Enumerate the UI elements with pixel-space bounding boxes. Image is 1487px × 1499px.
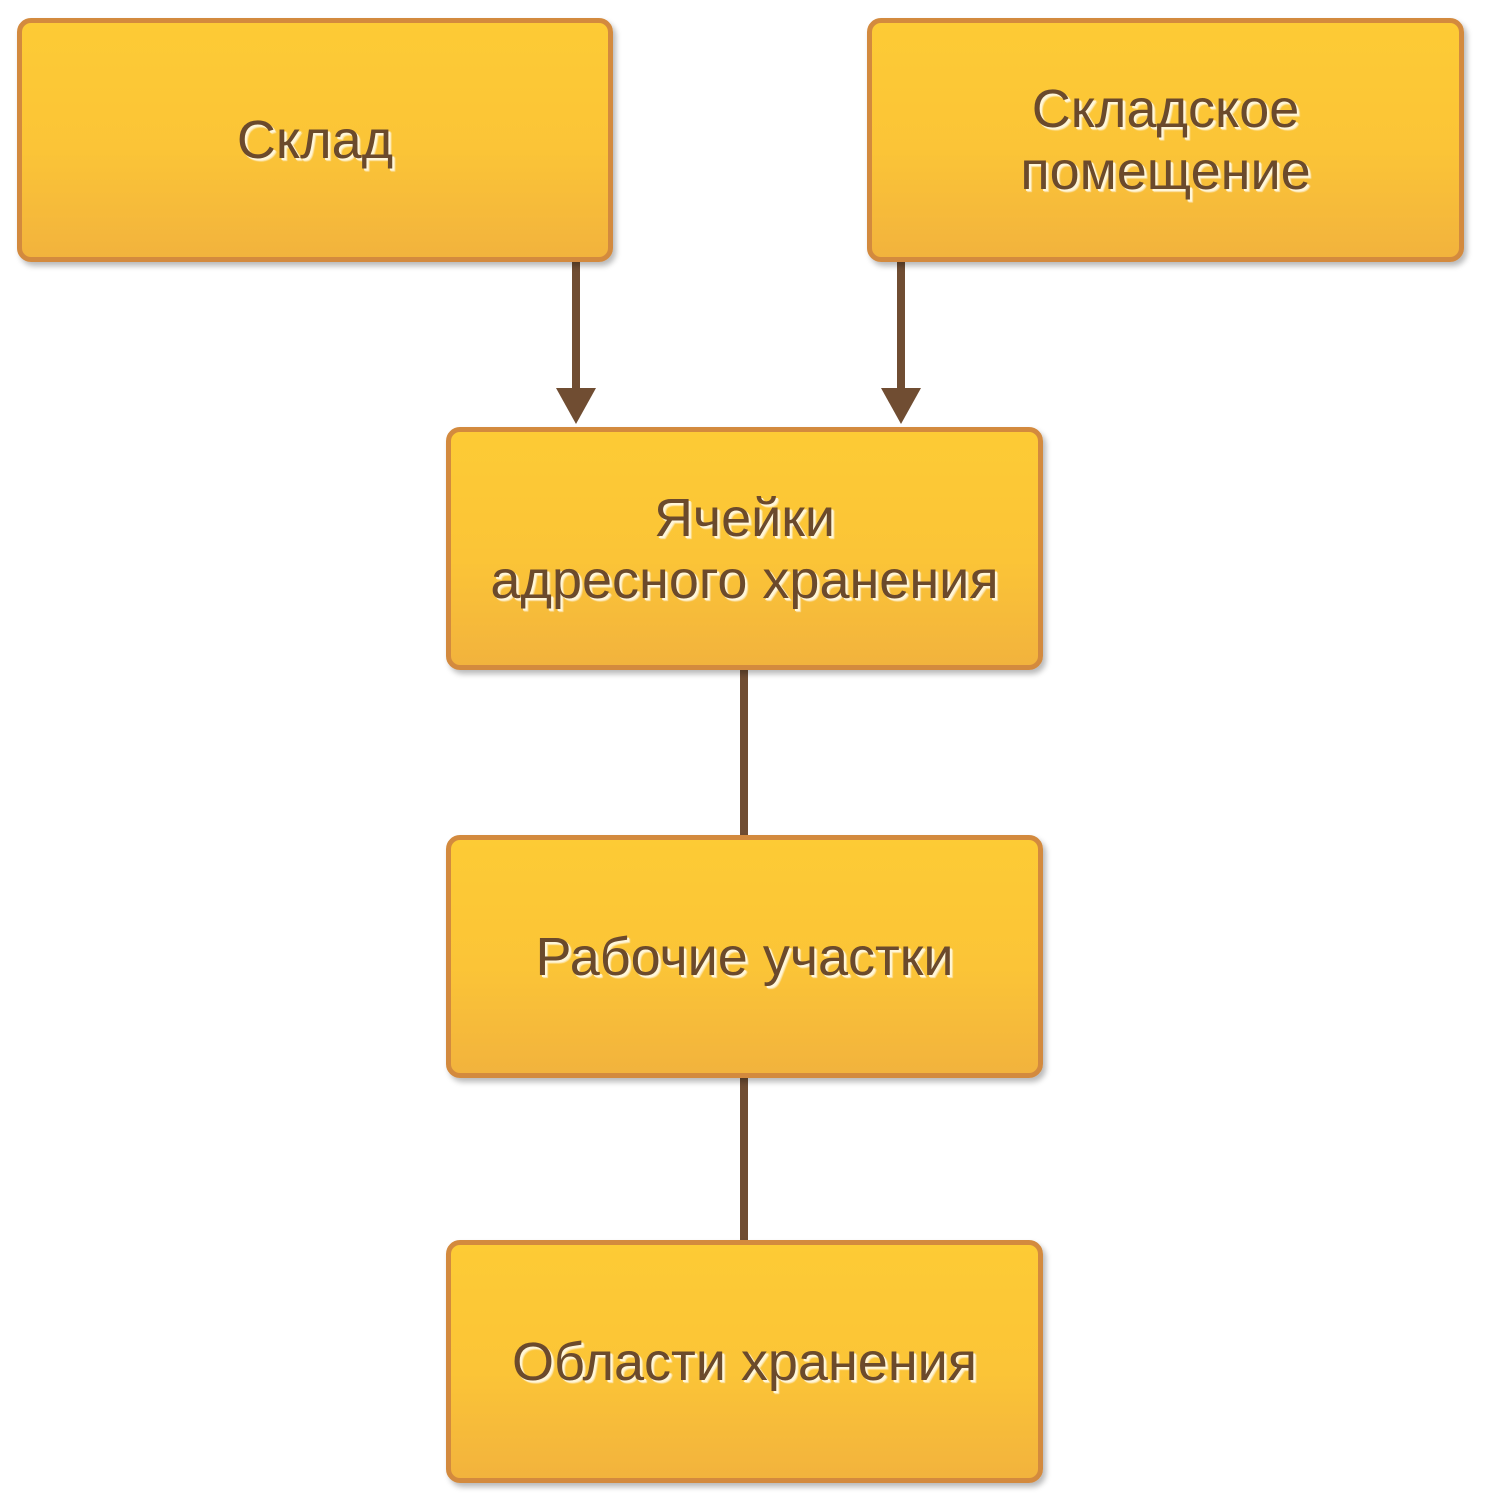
node-work-areas: Рабочие участки [446,835,1043,1078]
node-storage-areas-label: Области хранения [511,1331,978,1392]
arrowhead-warehouse-to-cells [556,388,596,424]
node-warehouse-room-label: Складское помещение [1020,79,1311,201]
node-warehouse: Склад [17,18,613,262]
node-storage-cells-label: Ячейки адресного хранения [490,487,999,610]
node-warehouse-room: Складское помещение [867,18,1464,262]
node-work-areas-label: Рабочие участки [535,926,954,987]
arrowhead-room-to-cells [881,388,921,424]
node-storage-areas: Области хранения [446,1240,1043,1483]
node-storage-cells: Ячейки адресного хранения [446,427,1043,670]
node-warehouse-label: Склад [236,110,394,170]
